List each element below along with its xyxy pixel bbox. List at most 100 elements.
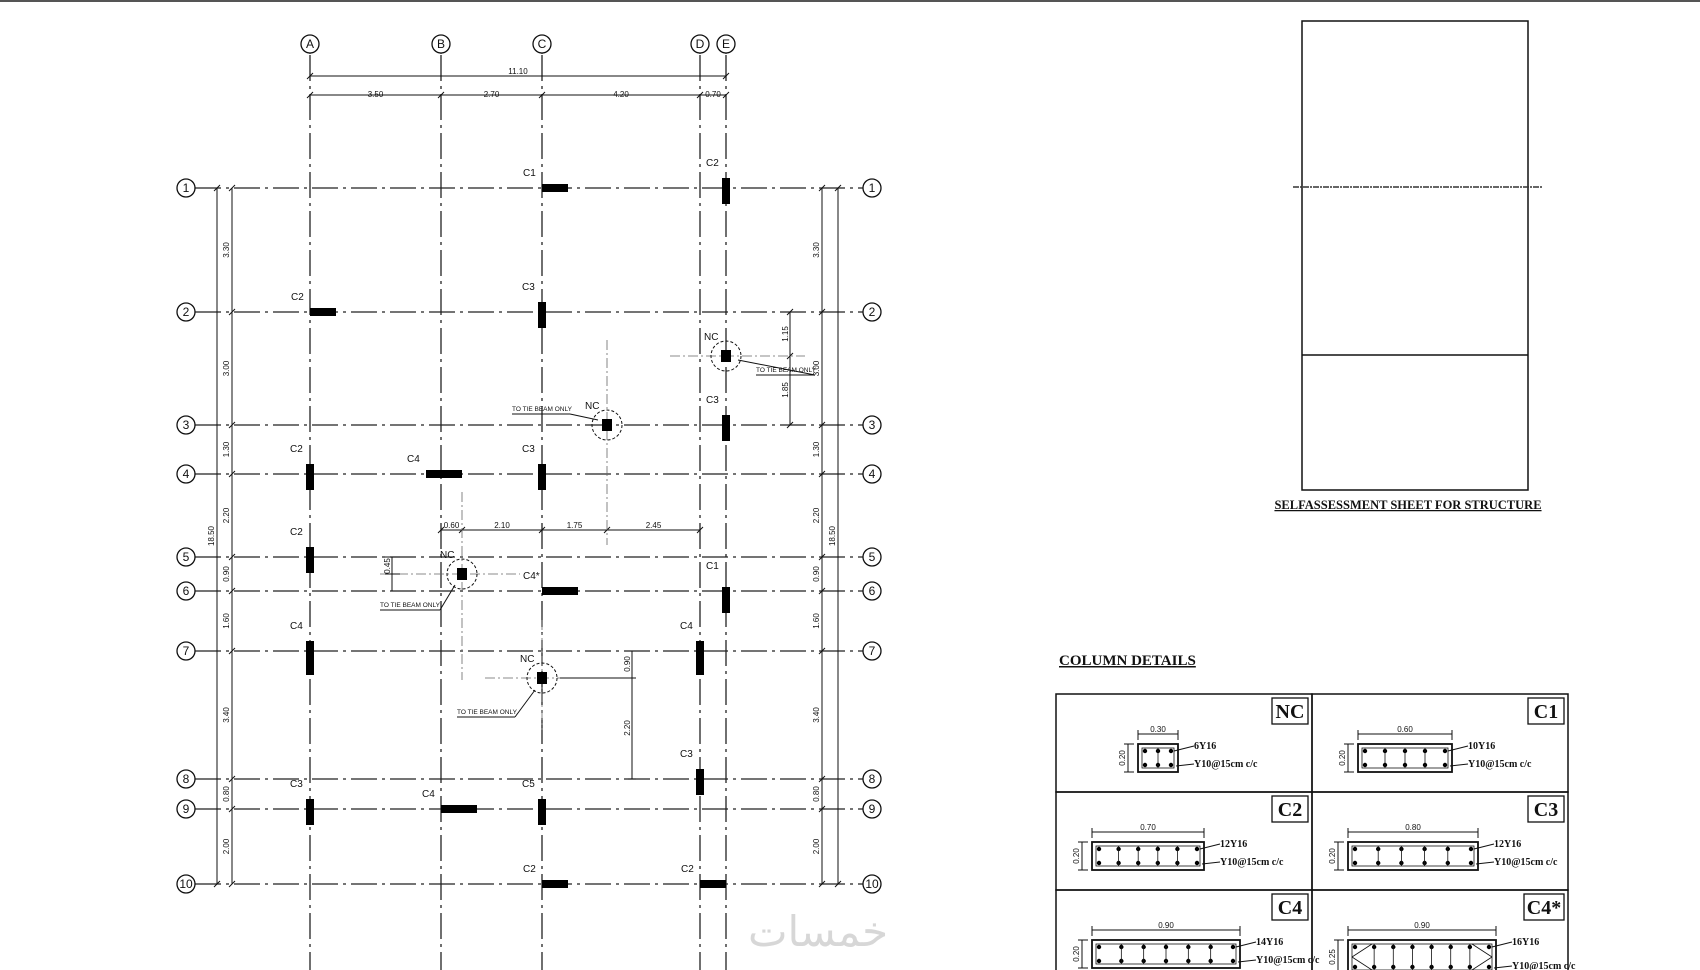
- rebar-bottom: [1194, 860, 1200, 866]
- column-mark: [542, 587, 578, 595]
- column-c2: C2: [290, 527, 314, 573]
- main-bars: 16Y16: [1512, 937, 1539, 948]
- column-c4: C4: [290, 621, 314, 675]
- dim-y-spacing: 2.20: [812, 507, 821, 523]
- column-label: NC: [704, 332, 718, 343]
- axis-bubble-right-2: [862, 302, 882, 322]
- column-mark: [306, 799, 314, 825]
- nc-column-mark: [457, 568, 467, 580]
- main-bars: 12Y16: [1220, 839, 1247, 850]
- dim-tick: [228, 553, 236, 561]
- column-label: C4: [290, 621, 303, 632]
- axis-bubble-left-8: [176, 769, 196, 789]
- main-bars: 10Y16: [1468, 741, 1495, 752]
- dim-tick: [818, 184, 826, 192]
- main-bar-leader: [1491, 941, 1513, 948]
- nc-dashed-circle: [591, 409, 623, 441]
- ties: Y10@15cm c/c: [1512, 961, 1576, 970]
- dim-y-spacing: 1.60: [812, 613, 821, 629]
- column-label: C2: [290, 527, 303, 538]
- column-label: C3: [290, 779, 303, 790]
- nc-column-mark: [721, 350, 731, 362]
- column-mark: [538, 302, 546, 328]
- detail-name-tag: [1271, 893, 1309, 921]
- axis-bubble-left-6: [176, 581, 196, 601]
- dim-y-spacing: 2.00: [812, 838, 821, 854]
- column-label: C2: [681, 864, 694, 875]
- detail-name: C1: [1534, 701, 1558, 723]
- dim-tick: [228, 184, 236, 192]
- rebar-bottom: [1352, 964, 1358, 970]
- section-depth: 0.25: [1328, 949, 1337, 965]
- axis-label-left-1: 1: [183, 181, 190, 195]
- axis-bubble-left-2: [176, 302, 196, 322]
- column-c3: C3: [290, 779, 314, 825]
- column-label: C4*: [523, 571, 540, 582]
- detail-name: C2: [1278, 799, 1302, 821]
- tie-leader: [1237, 959, 1257, 963]
- axis-bubble-left-5: [176, 547, 196, 567]
- section-width: 0.60: [1397, 725, 1413, 734]
- rebar-top: [1096, 944, 1102, 950]
- axis-label-left-3: 3: [183, 418, 190, 432]
- main-bar-leader: [1173, 745, 1195, 752]
- axis-bubble-left-9: [176, 799, 196, 819]
- dim-tick: [696, 526, 704, 534]
- column-mark: [306, 464, 314, 490]
- dim-tick: [818, 587, 826, 595]
- dim-tick: [786, 421, 794, 429]
- column-label: C2: [523, 864, 536, 875]
- axis-bubble-right-3: [862, 415, 882, 435]
- axis-label-right-7: 7: [869, 644, 876, 658]
- rebar-top: [1352, 944, 1358, 950]
- nc-column-mark: [602, 419, 612, 431]
- dim-tick: [722, 91, 730, 99]
- axis-label-left-10: 10: [179, 877, 193, 891]
- dim-tick: [538, 91, 546, 99]
- dim-tick: [538, 526, 546, 534]
- column-c3: C3: [522, 444, 546, 490]
- axis-bubble-left-10: [176, 874, 196, 894]
- rebar-top: [1230, 944, 1236, 950]
- nc-dashed-circle: [710, 340, 742, 372]
- column-nc: NC: [704, 332, 742, 372]
- axis-label-left-5: 5: [183, 550, 190, 564]
- ties: Y10@15cm c/c: [1468, 759, 1532, 770]
- dim-y-spacing: 3.00: [222, 360, 231, 376]
- dim-tick: [818, 308, 826, 316]
- column-mark: [700, 880, 726, 888]
- column-label: NC: [440, 550, 454, 561]
- column-nc: NC: [520, 654, 558, 694]
- dim-tick: [228, 775, 236, 783]
- column-nc: NC: [585, 401, 623, 441]
- section-depth: 0.20: [1338, 750, 1347, 766]
- column-details-title: COLUMN DETAILS: [1059, 653, 1196, 669]
- rebar-top: [1486, 944, 1492, 950]
- section-outline: [1347, 939, 1497, 970]
- column-c1: C1: [523, 168, 568, 192]
- column-label: NC: [585, 401, 599, 412]
- section-depth: 0.20: [1118, 750, 1127, 766]
- dim-y-spacing: 3.40: [812, 707, 821, 723]
- dim-internal: 1.75: [567, 521, 583, 530]
- axis-bubble-right-8: [862, 769, 882, 789]
- section-width: 0.90: [1158, 921, 1174, 930]
- rebar-bottom: [1142, 762, 1148, 768]
- ties: Y10@15cm c/c: [1256, 955, 1320, 966]
- axis-label-left-4: 4: [183, 467, 190, 481]
- column-c2: C2: [523, 864, 568, 888]
- axis-label-left-2: 2: [183, 305, 190, 319]
- section-stirrup: [1095, 845, 1201, 867]
- detail-name: C4*: [1527, 897, 1561, 919]
- axis-label-right-4: 4: [869, 467, 876, 481]
- dim-tick: [228, 308, 236, 316]
- rebar-top: [1096, 846, 1102, 852]
- detail-name-tag: [1271, 795, 1309, 823]
- column-mark: [722, 587, 730, 613]
- column-mark: [722, 178, 730, 204]
- axis-label-right-1: 1: [869, 181, 876, 195]
